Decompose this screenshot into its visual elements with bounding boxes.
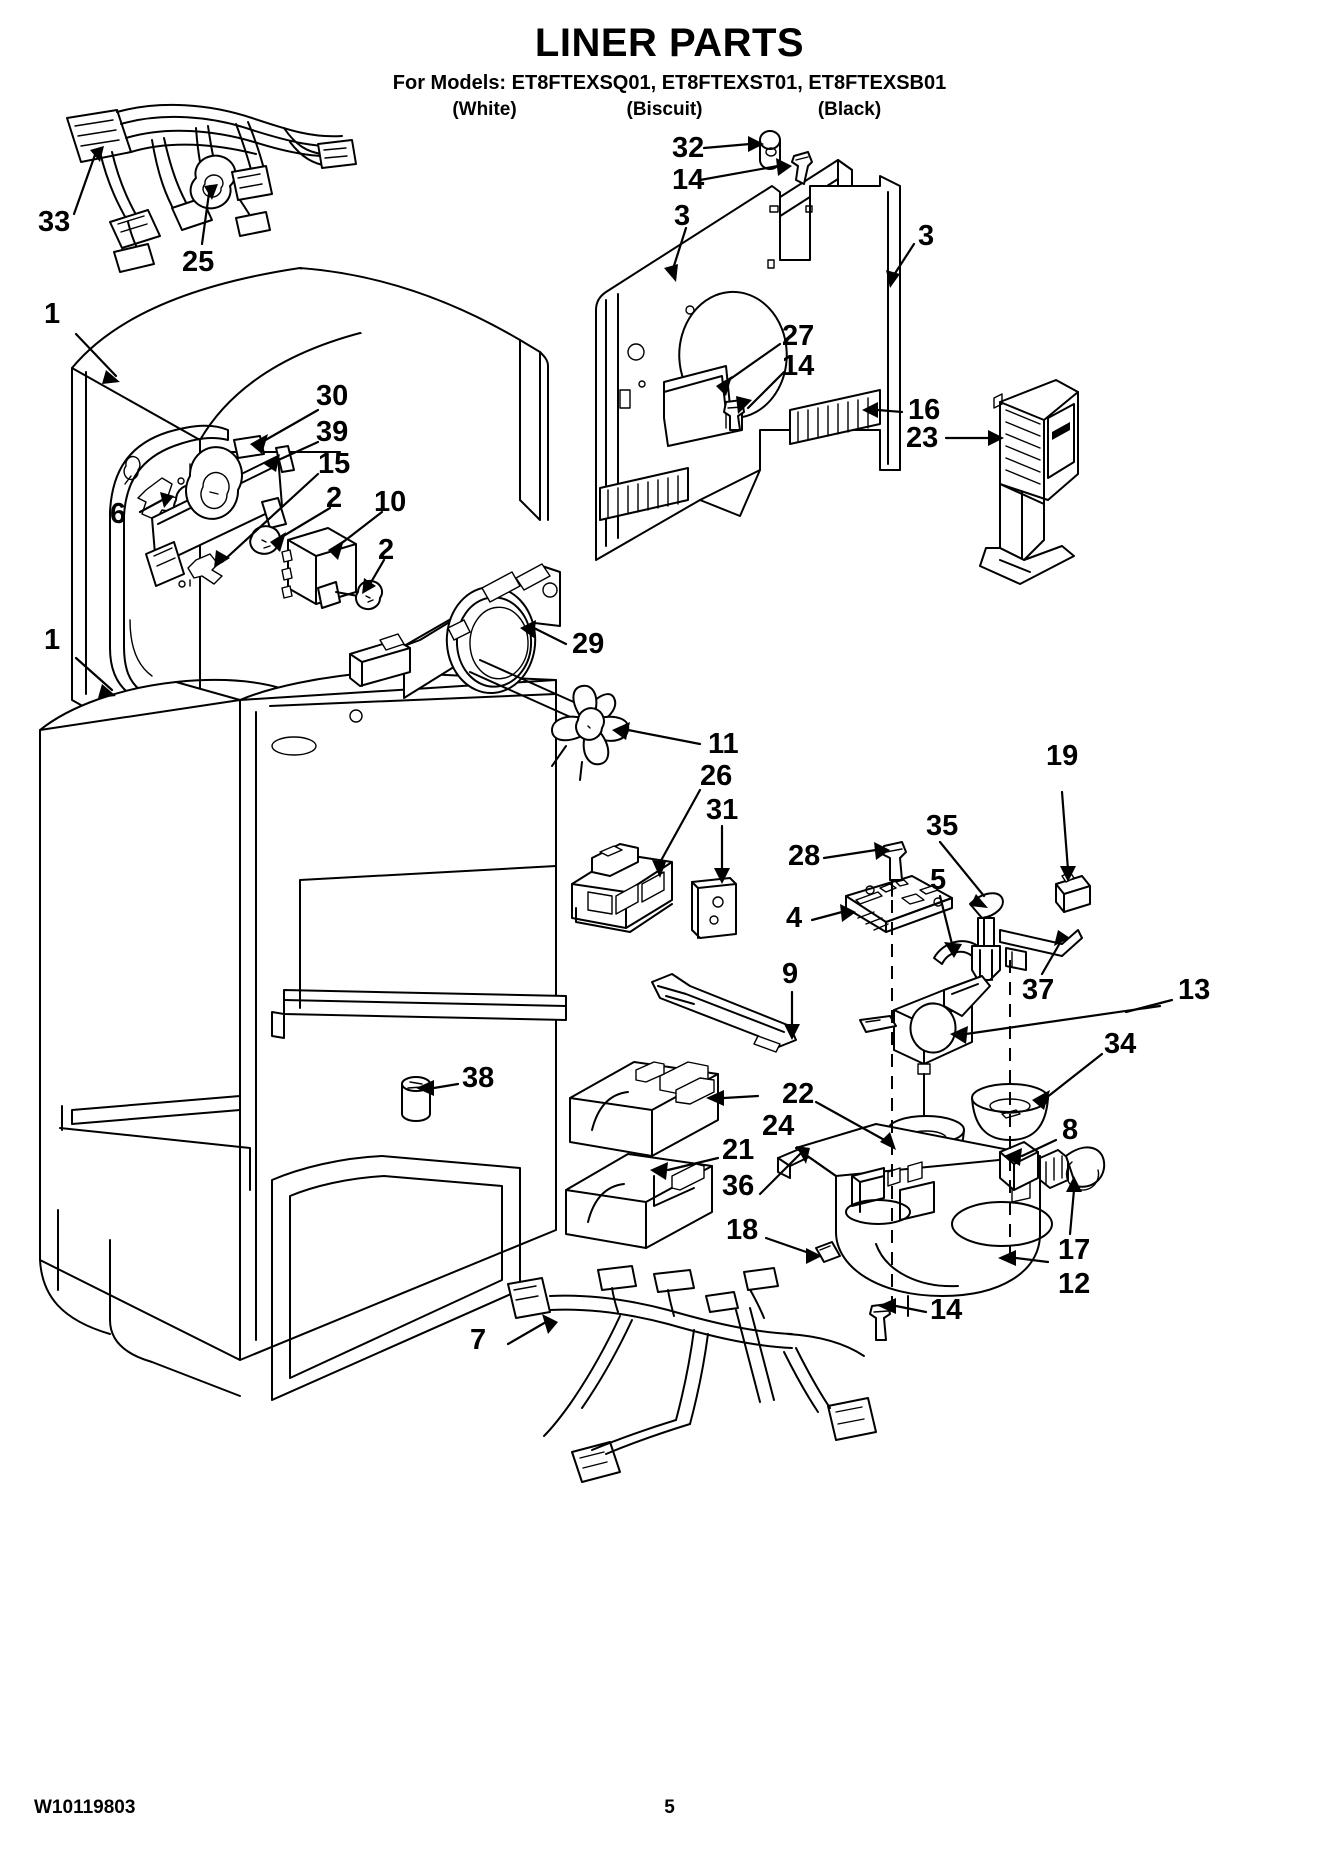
callout-35: 35	[926, 810, 959, 842]
callout-25: 25	[182, 246, 215, 278]
color-biscuit-label: (Biscuit)	[626, 99, 703, 120]
callout-9: 9	[782, 958, 799, 990]
callout-14-top: 14	[672, 164, 705, 196]
callout-10: 10	[374, 486, 407, 518]
callout-11: 11	[708, 728, 739, 760]
callout-5: 5	[930, 864, 947, 896]
callout-21: 21	[722, 1134, 755, 1166]
callout-39: 39	[316, 416, 349, 448]
ice-chute-block-art	[566, 1062, 840, 1262]
liner-cabinet-lower-art	[40, 672, 566, 1400]
diagram-header: LINER PARTS For Models: ET8FTEXSQ01, ET8…	[0, 22, 1339, 121]
liner-cabinet-upper-art	[72, 268, 548, 772]
callout-37: 37	[1022, 974, 1055, 1006]
callout-23: 23	[906, 422, 939, 454]
callout-1-upper: 1	[44, 298, 61, 330]
callout-32: 32	[672, 132, 705, 164]
callout-22: 22	[782, 1078, 815, 1110]
callout-28: 28	[788, 840, 821, 872]
icemaker-module-art	[572, 844, 736, 938]
leader-lines	[74, 136, 1172, 1344]
document-number: W10119803	[34, 1797, 136, 1818]
callout-3-right: 3	[918, 220, 935, 252]
page-title: LINER PARTS	[534, 21, 805, 65]
wiring-harness-lower-art	[508, 1266, 876, 1482]
callout-12: 12	[1058, 1268, 1091, 1300]
callout-16: 16	[908, 394, 941, 426]
electronic-control-board-art	[846, 842, 1090, 980]
damper-control-housing-art	[980, 380, 1078, 584]
mounting-bracket-art	[652, 974, 796, 1052]
callout-31: 31	[706, 794, 739, 826]
callout-17: 17	[1058, 1234, 1091, 1266]
callout-24: 24	[762, 1110, 795, 1142]
color-white-label: (White)	[452, 99, 517, 120]
color-variant-row: (White) (Biscuit) (Black)	[0, 99, 1339, 121]
callout-19: 19	[1046, 740, 1079, 772]
callout-30: 30	[316, 380, 349, 412]
dispenser-auger-housing-art	[796, 1124, 1104, 1340]
model-list: For Models: ET8FTEXSQ01, ET8FTEXST01, ET…	[392, 72, 947, 94]
auger-motor-art	[860, 976, 1048, 1172]
color-black-label: (Black)	[817, 99, 882, 120]
diagram-footer: W10119803 5	[0, 1797, 1339, 1821]
callout-27: 27	[782, 320, 815, 352]
callout-4: 4	[786, 902, 803, 934]
callout-2-b: 2	[378, 534, 395, 566]
wiring-harness-upper-art	[67, 105, 356, 272]
callout-15: 15	[318, 448, 351, 480]
callout-14-mid: 14	[782, 350, 815, 382]
callout-2-a: 2	[326, 482, 343, 514]
callout-29: 29	[572, 628, 605, 660]
callout-34: 34	[1104, 1028, 1137, 1060]
page-number: 5	[664, 1797, 675, 1818]
callout-3-left: 3	[674, 200, 691, 232]
callout-6: 6	[110, 498, 127, 530]
callout-33: 33	[38, 206, 71, 238]
evaporator-fan-shroud-art	[350, 564, 628, 780]
callout-14-bottom: 14	[930, 1294, 963, 1326]
callout-26: 26	[700, 760, 733, 792]
rear-air-duct-panel-art	[596, 131, 900, 560]
callout-18: 18	[726, 1214, 759, 1246]
callout-7: 7	[470, 1324, 487, 1356]
callout-1-lower: 1	[44, 624, 61, 656]
callout-38: 38	[462, 1062, 495, 1094]
callout-13: 13	[1178, 974, 1211, 1006]
callout-8: 8	[1062, 1114, 1079, 1146]
callout-36: 36	[722, 1170, 755, 1202]
